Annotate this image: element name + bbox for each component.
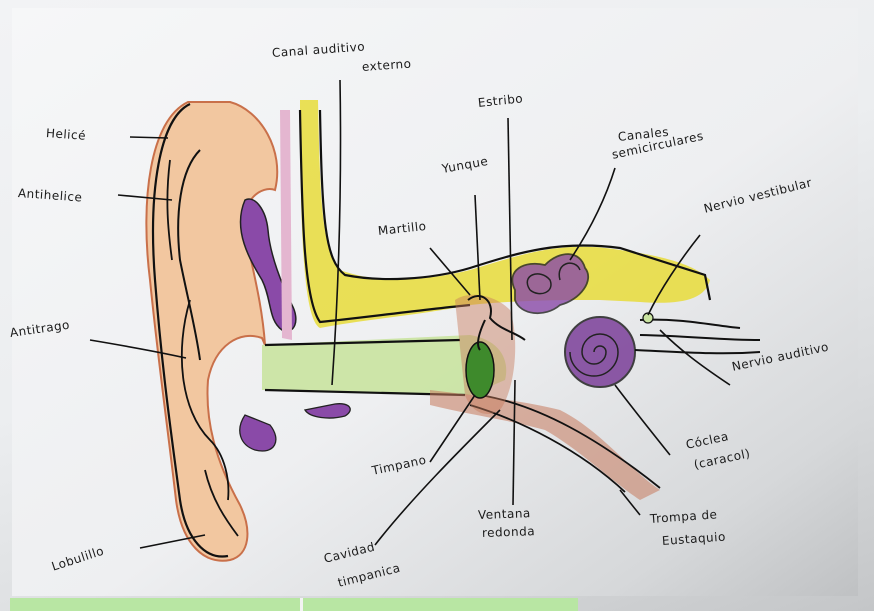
drawing-paper [12, 8, 858, 596]
label-ventana-line2: redonda [482, 524, 536, 540]
strip-divider [300, 598, 303, 611]
bottom-accent-strip [10, 598, 578, 611]
eardrum [466, 342, 494, 398]
canal-pink-wall [280, 110, 292, 340]
cochlea [565, 317, 635, 387]
label-helice: Helicé [46, 126, 87, 143]
label-ventana-line1: Ventana [478, 506, 531, 522]
leader-helice [130, 137, 168, 138]
